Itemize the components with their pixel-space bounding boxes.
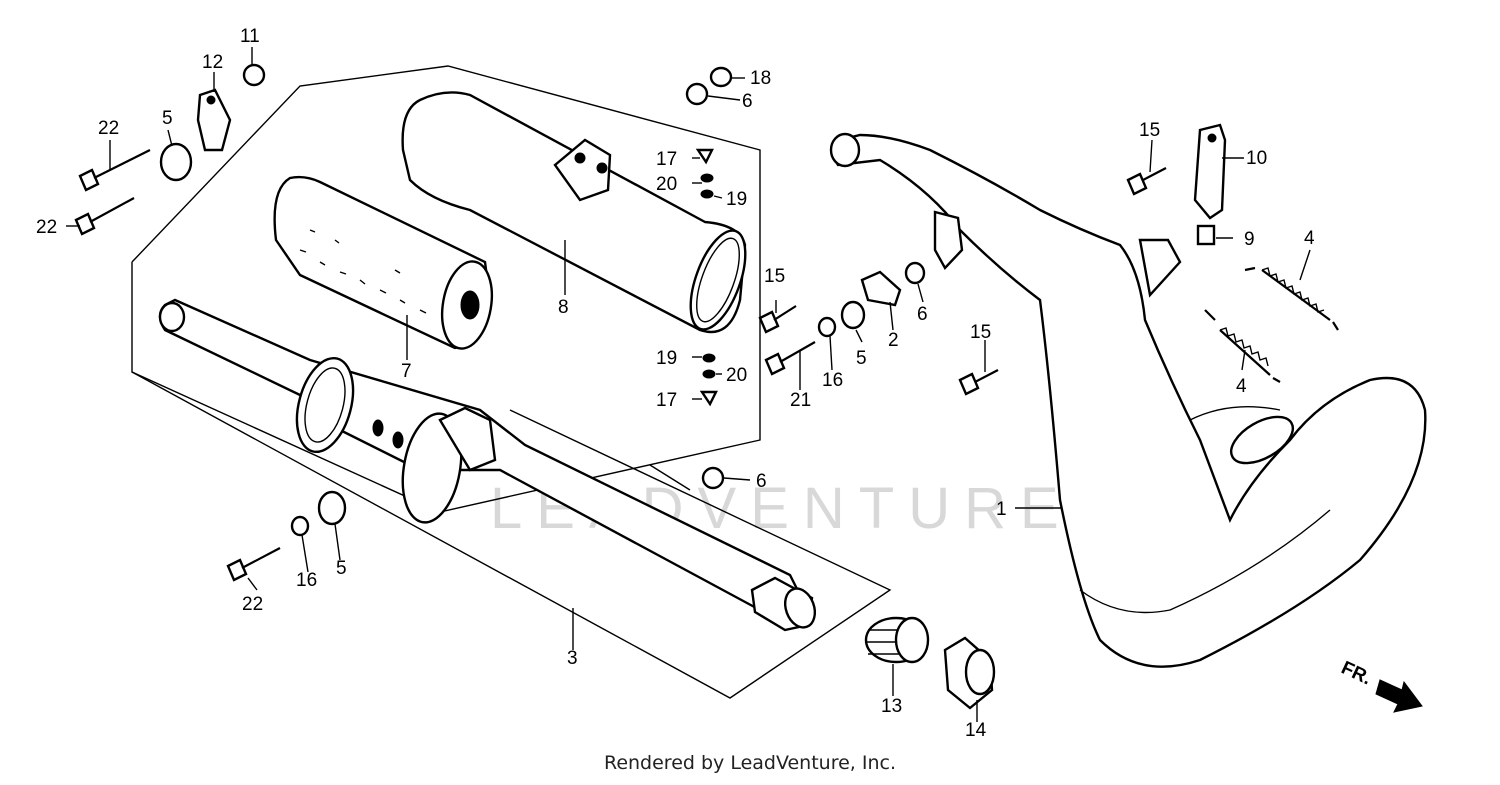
- direction-label: FR.: [1338, 657, 1375, 689]
- callout-labels: 11 12 22 5 22 18 6 17 20 19 8 7 19 20 17…: [36, 26, 1315, 741]
- exhaust-spring-upper[interactable]: [1244, 266, 1339, 331]
- washer-19-top[interactable]: [700, 189, 714, 199]
- bolt-15-upper[interactable]: [1126, 167, 1167, 196]
- expansion-chamber[interactable]: [829, 132, 1427, 668]
- silencer-body[interactable]: [401, 91, 757, 336]
- stay-12[interactable]: [196, 88, 232, 152]
- nut-11[interactable]: [242, 63, 266, 87]
- callout-8: 8: [558, 297, 569, 318]
- bolt-21[interactable]: [764, 341, 816, 376]
- callout-11: 11: [240, 26, 260, 47]
- bolt-15-middle[interactable]: [758, 305, 797, 334]
- callout-2: 2: [888, 330, 899, 351]
- callout-13: 13: [881, 696, 902, 717]
- callout-16a: 16: [822, 370, 843, 391]
- tailpipe[interactable]: [158, 298, 820, 632]
- front-direction-arrow: FR.: [1338, 657, 1423, 713]
- washer-16-middle[interactable]: [817, 316, 837, 338]
- exhaust-spring-lower[interactable]: [1204, 309, 1281, 383]
- callout-14: 14: [965, 720, 987, 741]
- callout-20b: 20: [726, 365, 747, 386]
- rubber-6-bottom[interactable]: [701, 466, 725, 490]
- rubber-6-middle[interactable]: [904, 261, 926, 285]
- stay-2[interactable]: [860, 270, 902, 307]
- bolt-22-lower[interactable]: [226, 547, 281, 582]
- clip[interactable]: [1196, 224, 1216, 246]
- leader-lines: [66, 47, 1311, 722]
- screw-17-top[interactable]: [695, 148, 714, 165]
- silencer-assembly-frame: [131, 65, 761, 513]
- collar-5-left[interactable]: [159, 142, 193, 182]
- tailpipe-assembly-frame: [131, 371, 892, 699]
- callout-15b: 15: [970, 322, 991, 343]
- callout-22c: 22: [242, 594, 263, 615]
- callout-17b: 17: [656, 390, 677, 411]
- callout-22a: 22: [98, 118, 119, 139]
- washer-19-bottom[interactable]: [702, 353, 716, 363]
- callout-20a: 20: [656, 174, 677, 195]
- callout-19a: 19: [726, 189, 747, 210]
- callout-18: 18: [750, 68, 771, 89]
- callout-21: 21: [790, 390, 811, 411]
- exhaust-gasket[interactable]: [864, 616, 930, 664]
- washer-16-bottom[interactable]: [290, 515, 310, 537]
- callout-19b: 19: [656, 348, 677, 369]
- washer-20-bottom[interactable]: [702, 369, 716, 379]
- exhaust-joint[interactable]: [943, 636, 996, 710]
- screw-17-bottom[interactable]: [699, 390, 718, 407]
- callout-15c: 15: [1139, 120, 1160, 141]
- washer-20-top[interactable]: [700, 173, 714, 183]
- callout-6a: 6: [742, 91, 753, 112]
- bolt-15-lower[interactable]: [958, 369, 999, 396]
- callout-4b: 4: [1236, 376, 1247, 397]
- bolt-22-middle[interactable]: [74, 197, 135, 236]
- arrow-icon: [1375, 679, 1423, 713]
- callout-12: 12: [202, 52, 223, 73]
- callout-3: 3: [567, 648, 578, 669]
- nut-18[interactable]: [709, 66, 733, 88]
- callout-15a: 15: [764, 266, 785, 287]
- callout-17a: 17: [656, 149, 677, 170]
- silencer-packing[interactable]: [273, 175, 499, 352]
- bracket[interactable]: [1193, 123, 1227, 220]
- callout-5c: 5: [336, 558, 347, 579]
- rubber-6-top[interactable]: [685, 82, 709, 106]
- footer-credit: Rendered by LeadVenture, Inc.: [603, 752, 897, 774]
- bolt-22-upper[interactable]: [78, 149, 151, 192]
- callout-4a: 4: [1304, 228, 1315, 249]
- callout-10: 10: [1246, 148, 1267, 169]
- collar-5-bottom[interactable]: [317, 490, 347, 526]
- collar-5-middle[interactable]: [840, 300, 866, 330]
- callout-1: 1: [996, 499, 1007, 520]
- callout-16b: 16: [296, 570, 317, 591]
- callout-7: 7: [401, 361, 412, 382]
- callout-22b: 22: [36, 217, 57, 238]
- callout-6c: 6: [917, 304, 928, 325]
- callout-5a: 5: [162, 108, 173, 129]
- callout-6b: 6: [756, 471, 767, 492]
- callout-9: 9: [1244, 229, 1255, 250]
- callout-5b: 5: [856, 348, 867, 369]
